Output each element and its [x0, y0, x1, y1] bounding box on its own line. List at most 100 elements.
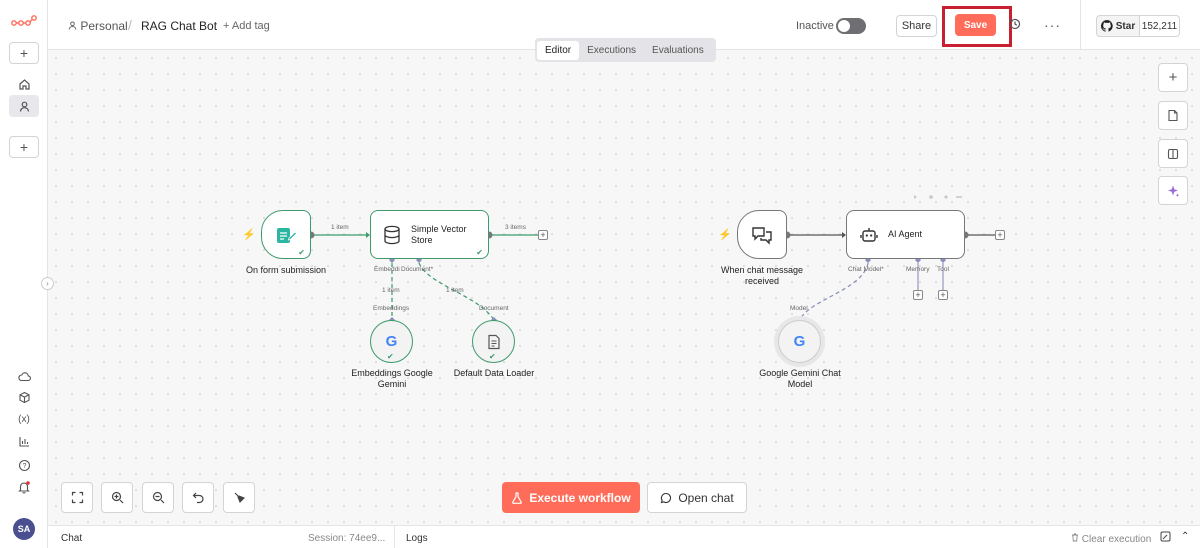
tab-editor[interactable]: Editor — [537, 40, 580, 60]
active-toggle[interactable] — [836, 18, 866, 34]
node-chat-trigger-label: When chat message received — [720, 265, 804, 286]
clear-execution-button[interactable]: Clear execution — [1071, 533, 1151, 545]
github-icon — [1100, 20, 1113, 32]
fit-view-icon[interactable] — [61, 482, 93, 513]
n8n-logo[interactable] — [11, 14, 37, 28]
active-status-label: Inactive — [796, 20, 834, 32]
insights-icon[interactable] — [9, 430, 39, 452]
open-chat-label: Open chat — [678, 490, 734, 505]
breadcrumb-separator: / — [128, 17, 132, 33]
view-tabs: Editor Executions Evaluations — [535, 38, 716, 62]
add-next-node-icon[interactable]: + — [995, 230, 1005, 240]
chat-panel-tab[interactable]: Chat — [61, 533, 83, 544]
pop-out-icon[interactable] — [1160, 531, 1171, 545]
github-star-button[interactable]: Star — [1096, 15, 1140, 37]
add-next-node-icon[interactable]: + — [538, 230, 548, 240]
add-tool-icon[interactable]: + — [938, 290, 948, 300]
node-embeddings-gemini[interactable]: G ✔ — [370, 320, 413, 363]
trash-icon — [1072, 533, 1078, 542]
zoom-in-icon[interactable] — [101, 482, 133, 513]
add-tag-link[interactable]: + Add tag — [223, 20, 270, 32]
port-label-document: Document* — [401, 266, 434, 273]
ai-assistant-icon[interactable] — [1158, 176, 1188, 205]
node-vector-store-title: Simple Vector Store — [411, 223, 467, 245]
github-star-label: Star — [1115, 20, 1136, 32]
notifications-icon[interactable] — [9, 476, 39, 498]
sidebar-collapse-icon[interactable]: › — [41, 277, 54, 290]
port-label-chat-model: Chat Model* — [848, 266, 884, 273]
open-chat-button[interactable]: Open chat — [647, 482, 747, 513]
edge-label-store-out: 3 items — [505, 224, 526, 231]
templates-icon[interactable] — [9, 386, 39, 408]
trigger-bolt-icon: ⚡ — [242, 229, 256, 241]
node-chat-trigger[interactable] — [737, 210, 787, 259]
port-label-loader: Document — [479, 305, 509, 312]
chat-bubbles-icon — [752, 226, 772, 245]
file-icon — [487, 334, 500, 349]
panel-toggle-icon[interactable] — [1158, 139, 1188, 168]
port-label-embeddings: Embeddings — [373, 305, 410, 312]
tab-evaluations[interactable]: Evaluations — [652, 44, 704, 56]
add-project-button[interactable]: + — [9, 136, 39, 158]
robot-icon — [860, 227, 878, 242]
google-g-icon: G — [793, 333, 806, 350]
node-ai-agent[interactable]: AI Agent — [846, 210, 965, 259]
session-id: Session: 74ee9... — [308, 533, 386, 544]
node-ai-agent-title: AI Agent — [888, 229, 923, 239]
variables-icon[interactable]: (x) — [18, 413, 30, 425]
port-label-tool: Tool — [937, 266, 949, 273]
chat-icon — [661, 492, 672, 503]
breadcrumb[interactable]: Personal — [68, 19, 128, 33]
connections-layer — [307, 195, 995, 323]
divider — [394, 526, 395, 548]
tab-executions[interactable]: Executions — [587, 44, 637, 56]
success-check-icon: ✔ — [489, 352, 496, 361]
node-form-trigger[interactable]: ✔ — [261, 210, 311, 259]
success-check-icon: ✔ — [387, 352, 394, 361]
header: Personal / RAG Chat Bot + Add tag Inacti… — [48, 0, 1200, 50]
home-icon[interactable] — [9, 73, 39, 95]
share-button[interactable]: Share — [896, 15, 937, 37]
tidy-up-icon[interactable] — [223, 482, 255, 513]
sticky-note-icon[interactable] — [1158, 101, 1188, 130]
create-button[interactable]: + — [9, 42, 39, 64]
cloud-icon[interactable] — [9, 365, 39, 387]
bottom-bar: Chat Session: 74ee9... Logs Clear execut… — [48, 525, 1200, 548]
execute-workflow-button[interactable]: Execute workflow — [502, 482, 640, 513]
node-data-loader[interactable]: ✔ — [472, 320, 515, 363]
node-form-trigger-label: On form submission — [245, 265, 327, 275]
avatar[interactable]: SA — [13, 518, 35, 540]
undo-icon[interactable] — [182, 482, 214, 513]
edge-label-loader: 1 item — [446, 287, 464, 294]
personal-icon[interactable] — [9, 95, 39, 117]
form-icon — [277, 227, 297, 243]
svg-text:?: ? — [22, 463, 26, 470]
more-options-icon[interactable]: ··· — [1044, 17, 1061, 33]
history-icon[interactable] — [1008, 17, 1024, 33]
add-memory-icon[interactable]: + — [913, 290, 923, 300]
node-data-loader-label: Default Data Loader — [453, 368, 535, 378]
node-gemini-chat-label: Google Gemini Chat Model — [759, 368, 841, 389]
breadcrumb-project[interactable]: Personal — [80, 19, 128, 33]
help-icon[interactable]: ? — [9, 454, 39, 476]
workflow-canvas[interactable]: Editor Executions Evaluations + — [48, 38, 1200, 525]
edge-label-form-to-store: 1 item — [331, 224, 349, 231]
logs-panel-tab[interactable]: Logs — [406, 533, 428, 544]
node-vector-store[interactable]: Simple Vector Store ✔ — [370, 210, 489, 259]
expand-panel-icon[interactable]: ⌃ — [1181, 531, 1190, 542]
success-check-icon: ✔ — [298, 248, 305, 257]
success-check-icon: ✔ — [476, 248, 483, 257]
workflow-name[interactable]: RAG Chat Bot — [141, 19, 218, 33]
github-star-count[interactable]: 152,211 — [1140, 15, 1180, 37]
database-icon — [384, 225, 400, 244]
left-sidebar: + + (x) ? SA — [0, 0, 48, 548]
port-label-embedding: Embeddi — [374, 266, 400, 273]
zoom-out-icon[interactable] — [142, 482, 174, 513]
save-button[interactable]: Save — [955, 14, 996, 36]
port-label-memory: Memory — [906, 266, 930, 273]
user-icon — [68, 21, 77, 30]
port-label-model: Model — [790, 305, 808, 312]
clear-execution-label: Clear execution — [1081, 534, 1152, 545]
add-node-button[interactable]: + — [1158, 63, 1188, 92]
node-gemini-chat-model[interactable]: G — [778, 320, 821, 363]
